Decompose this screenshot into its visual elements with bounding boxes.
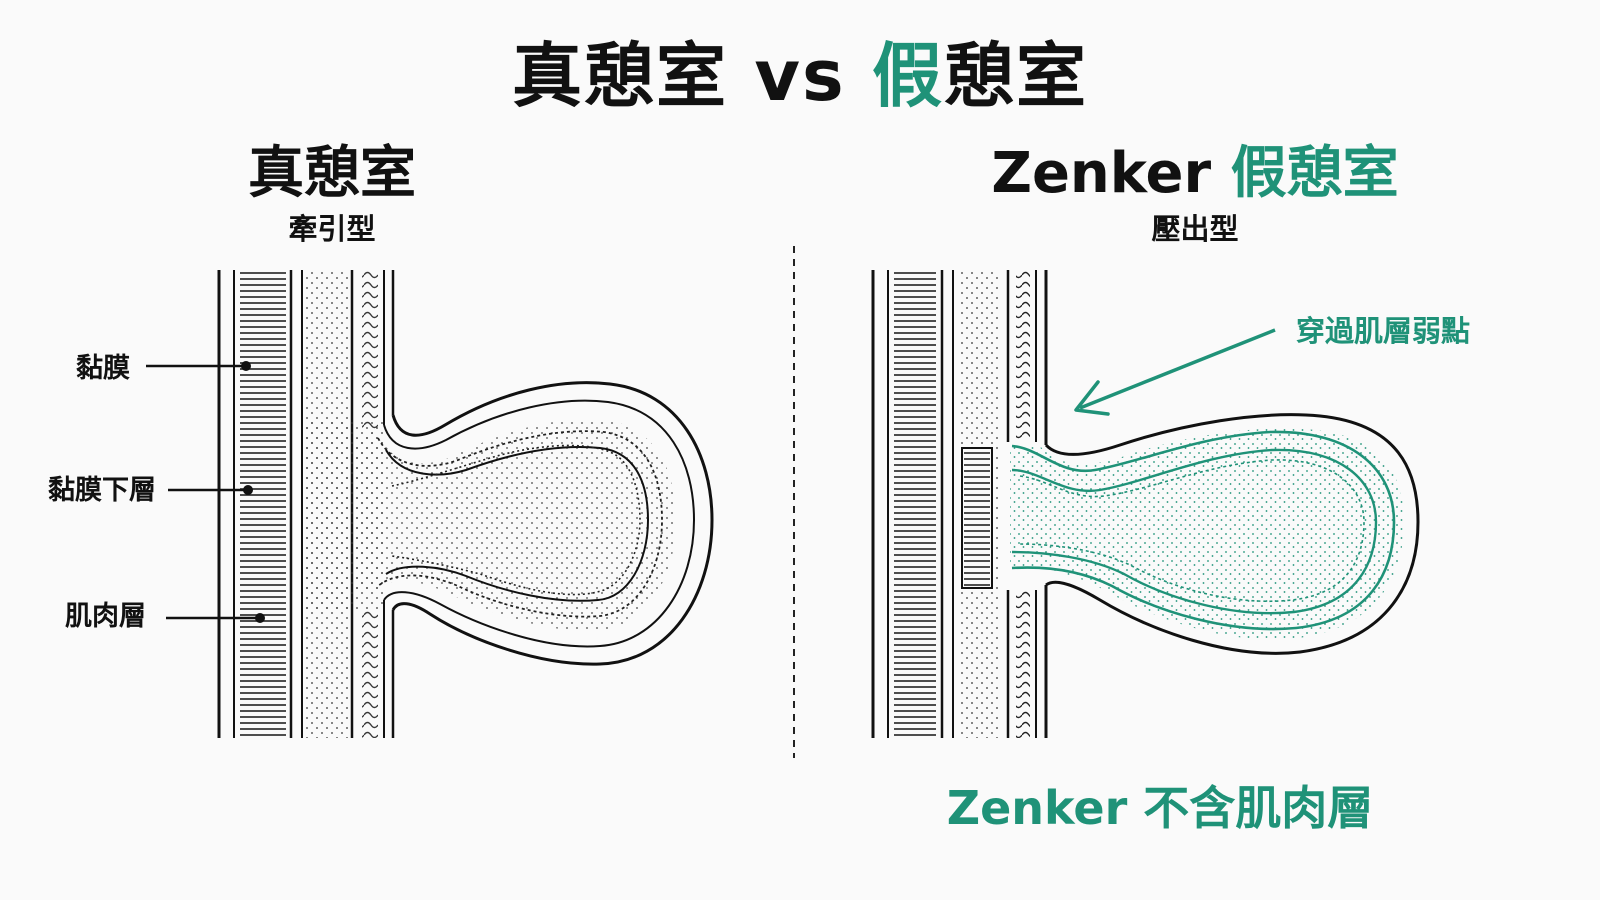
title-false-rest: 憩室 [944, 35, 1089, 117]
label-muscle-layer: 肌肉層 [65, 601, 146, 632]
zenker-diverticulum-illustration [871, 270, 1420, 738]
true-diverticulum-illustration [146, 270, 714, 738]
layer-leader-lines [146, 361, 265, 623]
right-panel-subtitle: 壓出型 [1151, 212, 1239, 246]
left-panel-subtitle: 牽引型 [288, 212, 376, 246]
title-vs: vs [727, 35, 873, 117]
page-title: 真憩室 vs 假憩室 [0, 20, 1600, 121]
muscle-layer-hatching [240, 270, 286, 738]
left-panel-title: 真憩室 [248, 141, 416, 206]
title-false-highlight: 假 [872, 35, 945, 117]
bottom-note: Zenker 不含肌肉層 [946, 781, 1374, 835]
label-submucosa: 黏膜下層 [48, 475, 156, 506]
label-mucosa: 黏膜 [76, 353, 130, 384]
title-true-diverticulum: 真憩室 [511, 35, 728, 117]
right-panel-title: Zenker 假憩室 [900, 128, 1490, 209]
right-title-prefix: Zenker [991, 141, 1231, 206]
annotation-weak-point: 穿過肌層弱點 [1296, 314, 1471, 348]
right-title-highlight: 假憩室 [1230, 141, 1399, 206]
weak-point-arrow [1074, 328, 1276, 416]
